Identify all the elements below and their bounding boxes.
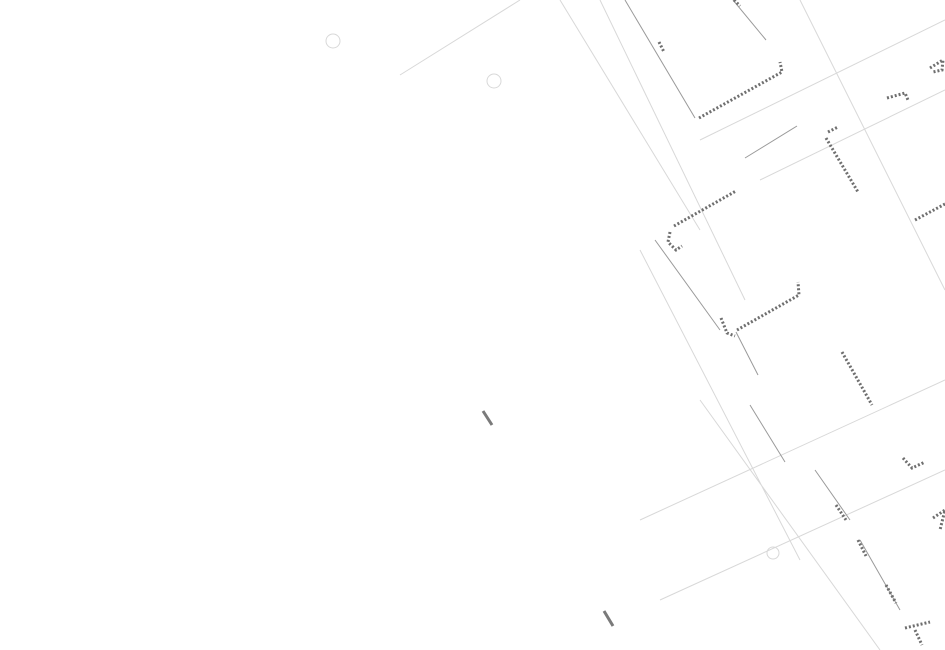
faint-grid-lines bbox=[325, 0, 945, 650]
isolated-marks bbox=[481, 410, 615, 627]
hatched-walls bbox=[657, 0, 945, 646]
thin-plan-lines bbox=[624, 0, 901, 611]
